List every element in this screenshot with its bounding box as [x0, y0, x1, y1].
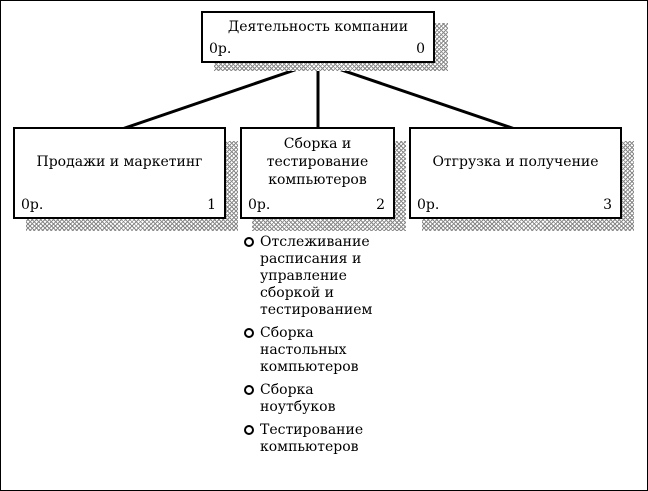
subprocess-label-2: Сборка настольных компьютеров: [260, 325, 359, 375]
connector-root-to-1: [121, 60, 319, 131]
child-activity-box-3[interactable]: Отгрузка и получение 0р. 3: [409, 127, 622, 219]
subprocess-item-2[interactable]: Сборка настольных компьютеров: [244, 325, 404, 376]
circle-bullet-icon: [244, 237, 254, 247]
connector-root-to-3: [317, 60, 516, 131]
child-activity-box-1[interactable]: Продажи и маркетинг 0р. 1: [13, 127, 226, 219]
root-activity-cost: 0р.: [209, 41, 232, 57]
subprocess-label-1: Отслеживание расписания и управление сбо…: [260, 234, 373, 318]
root-activity-title: Деятельность компании: [227, 19, 409, 35]
child-activity-cost-1: 0р.: [21, 197, 44, 213]
child-activity-title-1: Продажи и маркетинг: [36, 154, 203, 170]
child-activity-cost-2: 0р.: [248, 197, 271, 213]
circle-bullet-icon: [244, 425, 254, 435]
root-activity-number: 0: [416, 41, 425, 57]
subprocess-item-4[interactable]: Тестирование компьютеров: [244, 422, 404, 456]
subprocess-item-1[interactable]: Отслеживание расписания и управление сбо…: [244, 234, 404, 319]
child-activity-box-2[interactable]: Сборка и тестирование компьютеров 0р. 2: [240, 127, 395, 219]
subprocess-label-4: Тестирование компьютеров: [260, 422, 364, 455]
child-activity-cost-3: 0р.: [417, 197, 440, 213]
subprocess-label-3: Сборка ноутбуков: [260, 382, 336, 415]
child-activity-number-2: 2: [376, 197, 385, 213]
circle-bullet-icon: [244, 385, 254, 395]
child-activity-number-3: 3: [603, 197, 612, 213]
root-activity-box[interactable]: Деятельность компании 0р. 0: [201, 11, 435, 63]
child-activity-title-2: Сборка и тестирование компьютеров: [266, 136, 369, 188]
circle-bullet-icon: [244, 328, 254, 338]
child-activity-number-1: 1: [207, 197, 216, 213]
subprocess-item-3[interactable]: Сборка ноутбуков: [244, 382, 404, 416]
subprocess-list: Отслеживание расписания и управление сбо…: [244, 234, 404, 462]
child-activity-title-3: Отгрузка и получение: [432, 154, 599, 170]
